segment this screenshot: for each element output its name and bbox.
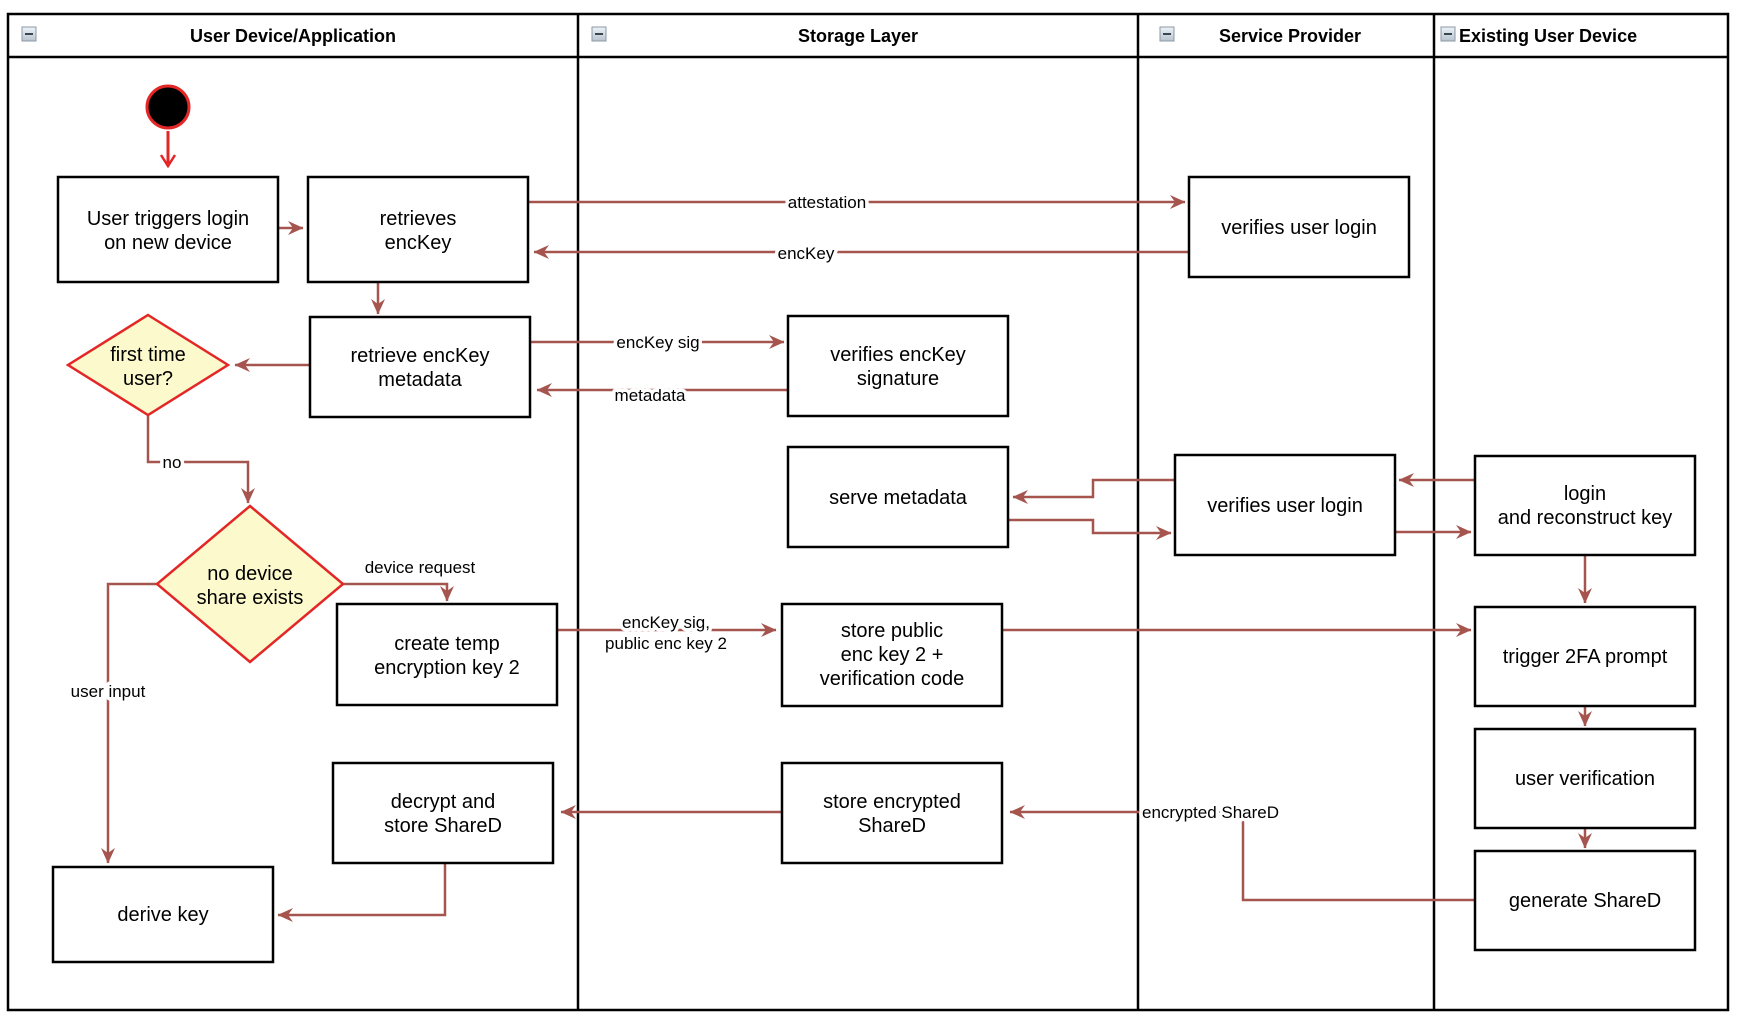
lane-title: User Device/Application [190,26,396,46]
node-label: enc key 2 + [841,644,944,666]
lane-title: Existing User Device [1459,26,1637,46]
node-create-temp-encryption-key[interactable]: create temp encryption key 2 [335,602,559,707]
node-label: user verification [1515,768,1655,790]
edge-decrypt-to-derive [277,863,447,922]
node-trigger-2fa-prompt[interactable]: trigger 2FA prompt [1473,605,1697,708]
node-label: encKey [385,232,452,254]
node-label: retrieves [380,208,457,230]
node-store-public-enc-key[interactable]: store public enc key 2 + verification co… [780,602,1004,708]
decision-label: first time [110,344,186,366]
node-label: verifies user login [1221,217,1377,239]
node-serve-metadata[interactable]: serve metadata [786,445,1010,549]
node-verifies-user-login-mid[interactable]: verifies user login [1173,453,1397,557]
edge-verifies-to-serve-metadata [1012,478,1175,504]
collapse-lane-icon[interactable] [1440,26,1456,42]
node-label: User triggers login [87,208,249,230]
node-login-and-reconstruct-key[interactable]: login and reconstruct key [1473,454,1697,557]
node-user-verification[interactable]: user verification [1473,727,1697,830]
node-label: create temp [394,633,500,655]
node-label: metadata [378,369,462,391]
lane-title: Service Provider [1219,26,1361,46]
lane-header-user-device: User Device/Application [21,26,396,46]
lane-header-storage-layer: Storage Layer [591,26,918,46]
label-enckey-sig-public-line2: public enc key 2 [605,634,727,653]
decision-label: user? [123,368,173,390]
start-node[interactable] [145,84,191,130]
node-label: on new device [104,232,232,254]
node-label: decrypt and [391,791,496,813]
collapse-lane-icon[interactable] [591,26,607,42]
node-generate-shared[interactable]: generate ShareD [1473,849,1697,952]
node-label: encryption key 2 [374,657,520,679]
decision-first-time-user[interactable]: first time user? [65,313,231,417]
lane-header-existing-user-device: Existing User Device [1440,26,1637,46]
node-decrypt-and-store-shared[interactable]: decrypt and store ShareD [331,761,555,865]
node-store-encrypted-shared[interactable]: store encrypted ShareD [780,761,1004,865]
label-no: no [163,453,182,472]
node-label: store ShareD [384,815,502,837]
edge-no-branch [146,415,255,504]
node-label: signature [857,368,939,390]
edges [101,131,1592,922]
node-derive-key[interactable]: derive key [51,865,275,964]
decision-no-device-share[interactable]: no device share exists [155,504,345,664]
node-retrieves-enckey[interactable]: retrieves encKey [306,175,530,284]
node-label: login [1564,483,1606,505]
node-label: serve metadata [829,487,968,509]
node-label: retrieve encKey [351,345,490,367]
label-device-request: device request [365,558,476,577]
label-enckey-sig-public-line1: encKey sig, [622,613,710,632]
node-label: derive key [117,904,208,926]
label-user-input: user input [71,682,146,701]
diagram-border [6,12,1730,1012]
collapse-lane-icon[interactable] [1159,26,1175,42]
edge-labels: attestation encKey encKey sig metadata n… [67,190,1282,826]
lane-header-service-provider: Service Provider [1159,26,1361,46]
edge-encrypted-shared [1009,805,1475,902]
node-label: trigger 2FA prompt [1503,646,1668,668]
edge-user-input [101,582,157,864]
node-label: and reconstruct key [1498,507,1673,529]
node-label: generate ShareD [1509,890,1661,912]
decision-label: share exists [197,587,304,609]
edge-serve-metadata-to-verifies [1008,518,1172,540]
node-label: store public [841,620,943,642]
label-enckey: encKey [778,244,835,263]
label-attestation: attestation [788,193,866,212]
lane-title: Storage Layer [798,26,918,46]
node-label: verification code [820,668,965,690]
edge-device-request [343,582,454,602]
label-encrypted-shared: encrypted ShareD [1142,803,1279,822]
node-label: store encrypted [823,791,961,813]
label-metadata: metadata [615,386,686,405]
node-label: ShareD [858,815,926,837]
swimlane-frame [6,12,1730,1012]
node-verifies-enckey-signature[interactable]: verifies encKey signature [786,314,1010,418]
node-user-triggers-login[interactable]: User triggers login on new device [56,175,280,284]
collapse-lane-icon[interactable] [21,26,37,42]
node-verifies-user-login-top[interactable]: verifies user login [1187,175,1411,279]
node-retrieve-enckey-metadata[interactable]: retrieve encKey metadata [308,315,532,419]
label-enckey-sig: encKey sig [616,333,699,352]
node-label: verifies encKey [830,344,966,366]
node-label: verifies user login [1207,495,1363,517]
decision-label: no device [207,563,293,585]
